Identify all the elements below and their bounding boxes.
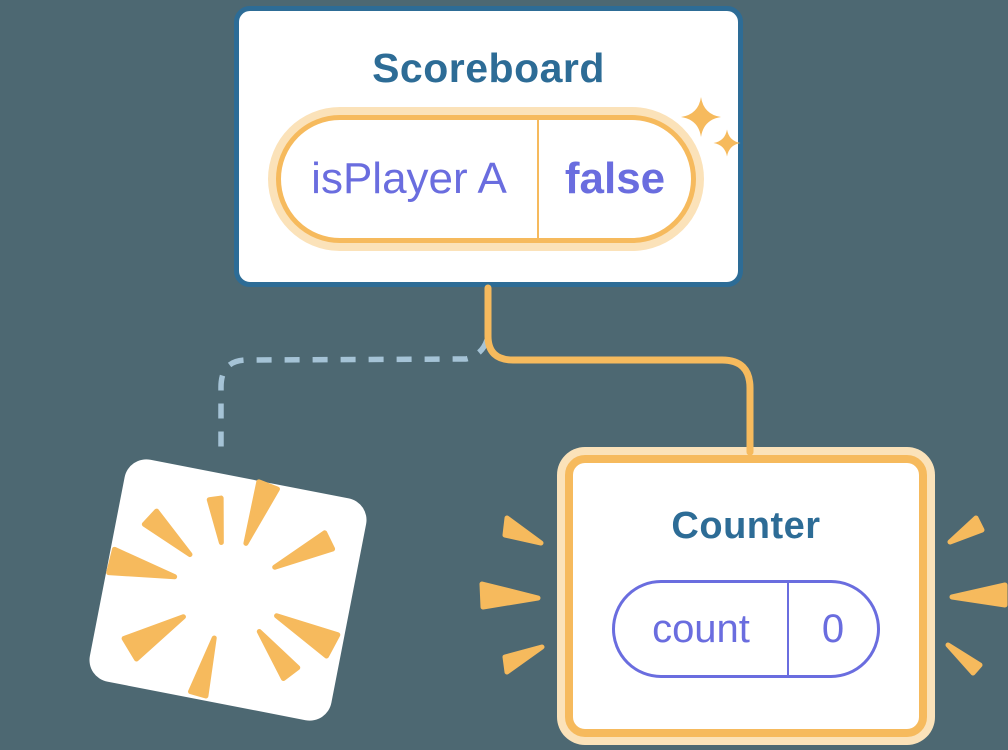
active-child-connector-line bbox=[484, 284, 754, 456]
emphasis-rays-left-icon bbox=[479, 515, 545, 675]
ray-wedge bbox=[945, 642, 983, 676]
ray-wedge bbox=[272, 530, 336, 570]
pill-divider bbox=[537, 120, 539, 238]
emphasis-rays-right-icon bbox=[945, 515, 1008, 676]
scoreboard-title: Scoreboard bbox=[372, 45, 605, 91]
ray-wedge bbox=[141, 508, 193, 558]
poof-rays-icon bbox=[106, 479, 341, 699]
ray-wedge bbox=[502, 515, 544, 546]
pill-divider bbox=[787, 583, 789, 675]
ray-wedge bbox=[274, 613, 341, 659]
ray-wedge bbox=[479, 581, 541, 610]
poof-disappear-icon bbox=[89, 459, 367, 721]
poof-card bbox=[89, 459, 367, 721]
ray-wedge bbox=[206, 495, 224, 545]
counter-state-pill: count 0 bbox=[612, 580, 880, 678]
state-name-label: isPlayer A bbox=[311, 154, 507, 203]
state-value-label: false bbox=[564, 154, 666, 203]
scoreboard-card: Scoreboard isPlayer A false bbox=[234, 6, 743, 287]
ray-wedge bbox=[502, 644, 545, 675]
removed-child-connector-dashed-line bbox=[218, 339, 490, 456]
scoreboard-state-pill: isPlayer A false bbox=[276, 115, 696, 243]
state-name-label: count bbox=[652, 606, 750, 651]
counter-title: Counter bbox=[671, 505, 821, 547]
ray-wedge bbox=[256, 629, 301, 681]
counter-card-glow: Counter count 0 bbox=[557, 447, 935, 745]
ray-wedge bbox=[121, 614, 186, 662]
ray-wedge bbox=[947, 515, 985, 545]
ray-wedge bbox=[949, 582, 1008, 608]
state-value-label: 0 bbox=[821, 606, 845, 651]
ray-wedge bbox=[106, 546, 178, 580]
ray-wedge bbox=[188, 635, 217, 699]
ray-wedge bbox=[243, 479, 280, 546]
counter-card: Counter count 0 bbox=[565, 455, 927, 737]
